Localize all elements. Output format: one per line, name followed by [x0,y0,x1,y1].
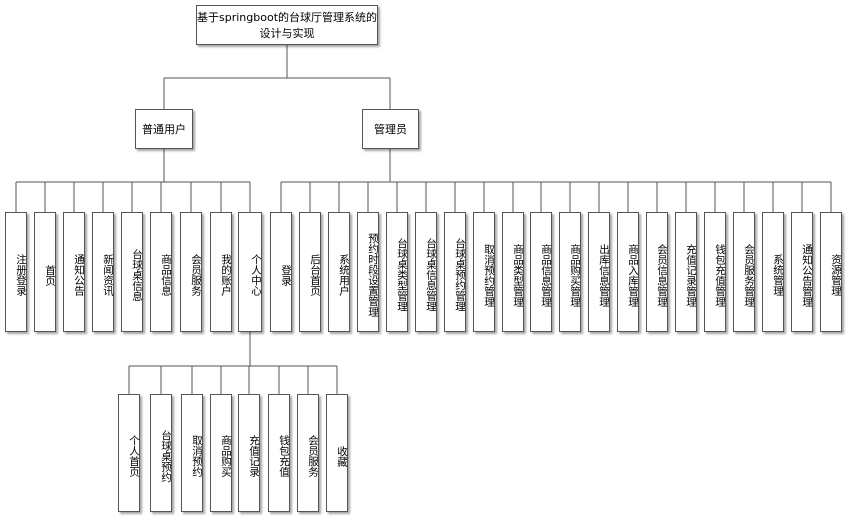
admin-item-label: 商品购买管理 [569,243,581,307]
admin-item: 台球桌信息管理 [415,212,437,332]
user-item: 我的账户 [210,212,232,332]
user-center-node: 个人中心 [238,212,262,332]
admin-item-label: 台球桌预约管理 [454,238,466,312]
admin-item: 后台首页 [299,212,321,332]
admin-item: 系统管理 [762,212,784,332]
center-item: 取消预约 [181,394,203,512]
user-center-label: 个人中心 [250,254,262,296]
center-item: 个人首页 [118,394,140,512]
admin-item: 商品信息管理 [530,212,552,332]
admin-item: 出库信息管理 [588,212,610,332]
user-item: 首页 [34,212,56,332]
center-item-label: 取消预约 [191,435,203,477]
admin-item-label: 商品信息管理 [540,243,552,307]
admin-item: 充值记录管理 [675,212,697,332]
admin-item-label: 通知公告管理 [801,243,813,307]
admin-item-label: 商品入库管理 [627,243,639,307]
user-item: 新闻资讯 [92,212,114,332]
center-item-label: 个人首页 [128,435,140,477]
user-item-label: 注册登录 [15,254,27,296]
user-item: 台球桌信息 [121,212,143,332]
admin-item-label: 商品类型管理 [512,243,524,307]
admin-item-label: 钱包充值管理 [714,243,726,307]
center-item: 充值记录 [238,394,260,512]
admin-item-label: 系统用户 [338,254,350,296]
center-item-label: 会员服务 [307,435,319,477]
user-item-label: 通知公告 [73,254,85,296]
branch-node-user: 普通用户 [135,109,193,149]
admin-item-label: 后台首页 [309,254,321,296]
admin-item-label: 预约时段设置管理 [367,233,379,317]
admin-item: 钱包充值管理 [704,212,726,332]
user-item: 注册登录 [5,212,27,332]
branch-node-admin: 管理员 [362,109,419,149]
center-item: 商品购买 [210,394,232,512]
user-item-label: 台球桌信息 [131,248,143,302]
user-item-label: 新闻资讯 [102,254,114,296]
admin-item: 资源管理 [820,212,842,332]
root-node: 基于springboot的台球厅管理系统的设计与实现 [196,5,378,45]
admin-item: 取消预约管理 [473,212,495,332]
admin-item-label: 出库信息管理 [598,243,610,307]
branch-label-admin: 管理员 [374,123,407,136]
center-item-label: 收藏 [336,445,348,467]
admin-item-label: 台球桌信息管理 [425,238,437,312]
user-item: 商品信息 [150,212,172,332]
root-label: 基于springboot的台球厅管理系统的设计与实现 [197,11,378,40]
center-item: 台球桌预约 [150,394,172,512]
center-item-label: 钱包充值 [278,435,290,477]
center-item: 收藏 [326,394,348,512]
admin-item-label: 资源管理 [830,254,842,296]
user-item-label: 首页 [44,264,56,286]
admin-item: 商品类型管理 [502,212,524,332]
center-item: 钱包充值 [268,394,290,512]
user-item-label: 商品信息 [160,254,172,296]
admin-item: 会员信息管理 [646,212,668,332]
admin-item: 通知公告管理 [791,212,813,332]
admin-item-label: 系统管理 [772,254,784,296]
admin-item-label: 台球桌类型管理 [396,238,408,312]
admin-item: 系统用户 [328,212,350,332]
admin-item: 预约时段设置管理 [357,212,379,332]
admin-item-label: 登录 [280,264,292,286]
user-item-label: 会员服务 [190,254,202,296]
branch-label-user: 普通用户 [142,123,186,136]
admin-item-label: 充值记录管理 [685,243,697,307]
admin-item: 登录 [270,212,292,332]
admin-item: 台球桌类型管理 [386,212,408,332]
center-item-label: 台球桌预约 [160,429,172,483]
admin-item-label: 会员服务管理 [743,243,755,307]
admin-item-label: 会员信息管理 [656,243,668,307]
admin-item-label: 取消预约管理 [483,243,495,307]
admin-item: 台球桌预约管理 [444,212,466,332]
admin-item: 商品购买管理 [559,212,581,332]
admin-item: 会员服务管理 [733,212,755,332]
center-item-label: 商品购买 [220,435,232,477]
user-item: 通知公告 [63,212,85,332]
admin-item: 商品入库管理 [617,212,639,332]
center-item: 会员服务 [297,394,319,512]
center-item-label: 充值记录 [248,435,260,477]
user-item-label: 我的账户 [220,254,232,296]
user-item: 会员服务 [180,212,202,332]
